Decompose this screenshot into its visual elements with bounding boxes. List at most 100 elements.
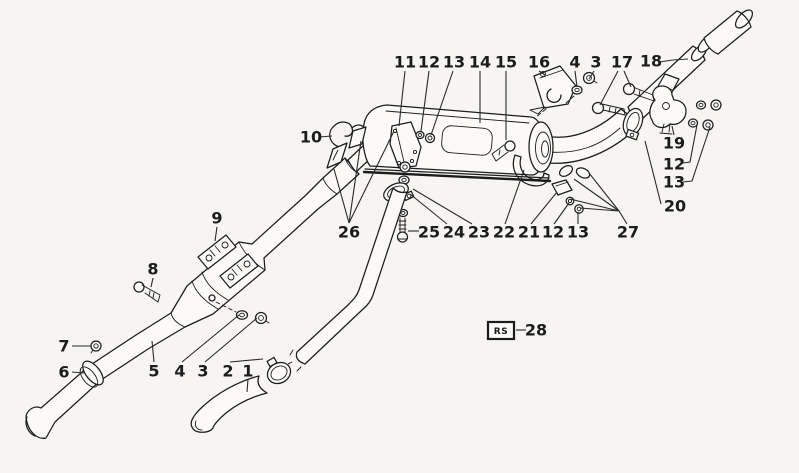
part-label-21-29[interactable]: 21 bbox=[518, 223, 540, 242]
bolt-8 bbox=[133, 281, 161, 303]
leader-line-10 bbox=[318, 135, 333, 138]
mount-bracket-16 bbox=[529, 65, 577, 118]
part-label-25-25[interactable]: 25 bbox=[418, 223, 440, 242]
part-label-6-18[interactable]: 6 bbox=[58, 363, 69, 382]
hanger-bracket-21 bbox=[551, 165, 591, 196]
part-label-10-14[interactable]: 10 bbox=[300, 128, 322, 147]
badge-box bbox=[486, 320, 516, 341]
part-label-14-3[interactable]: 14 bbox=[469, 53, 491, 72]
leader-line-27 bbox=[573, 178, 620, 212]
part-label-23-27[interactable]: 23 bbox=[468, 223, 490, 242]
nut-7 bbox=[90, 340, 102, 354]
bolt-25 bbox=[396, 217, 409, 243]
part-label-4-20[interactable]: 4 bbox=[174, 362, 185, 381]
part-label-13-12[interactable]: 13 bbox=[663, 173, 685, 192]
leader-line-11 bbox=[398, 70, 406, 127]
nut-13-top bbox=[424, 132, 436, 144]
part-label-20-13[interactable]: 20 bbox=[664, 197, 686, 216]
part-label-3-21[interactable]: 3 bbox=[197, 362, 208, 381]
leader-line-21 bbox=[530, 191, 558, 225]
leader-line-9 bbox=[214, 226, 218, 242]
leader-line-17 bbox=[623, 70, 632, 88]
part-label-5-19[interactable]: 5 bbox=[148, 362, 159, 381]
leader-line-24 bbox=[409, 193, 448, 225]
leader-line-6 bbox=[71, 371, 85, 374]
part-label-12-1[interactable]: 12 bbox=[418, 53, 440, 72]
leader-line-4 bbox=[574, 70, 578, 88]
leader-line-22 bbox=[504, 169, 525, 225]
flange-ring-6 bbox=[79, 360, 104, 388]
bolts-17 bbox=[591, 82, 655, 116]
part-label-13-2[interactable]: 13 bbox=[443, 53, 465, 72]
part-label-27-32[interactable]: 27 bbox=[617, 223, 639, 242]
muffler-end-cap bbox=[528, 121, 554, 173]
bracket-11 bbox=[389, 121, 422, 169]
badge-icon-text: RS bbox=[494, 327, 508, 337]
leader-line-12 bbox=[420, 70, 430, 132]
part-label-15-4[interactable]: 15 bbox=[495, 53, 517, 72]
rubber-mount-19 bbox=[649, 85, 687, 135]
leader-line-13 bbox=[682, 126, 711, 183]
part-label-12-30[interactable]: 12 bbox=[542, 223, 564, 242]
leader-line-2 bbox=[229, 358, 264, 363]
washer-4-top bbox=[571, 85, 583, 95]
leader-line-26 bbox=[348, 130, 395, 224]
hanger-nuts bbox=[565, 196, 584, 214]
rubber-wedges-26 bbox=[326, 126, 367, 169]
nut-3-bottom bbox=[254, 311, 270, 325]
hanger-strap-22 bbox=[512, 154, 550, 187]
part-label-22-28[interactable]: 22 bbox=[493, 223, 515, 242]
leader-line-27 bbox=[569, 198, 620, 212]
part-label-11-0[interactable]: 11 bbox=[394, 53, 416, 72]
part-label-28-33[interactable]: 28 bbox=[525, 321, 547, 340]
leader-line-17 bbox=[599, 70, 619, 106]
nut-13-right bbox=[702, 99, 722, 131]
part-label-13-31[interactable]: 13 bbox=[567, 223, 589, 242]
leader-line-3 bbox=[204, 317, 258, 363]
elbow-pipe-1 bbox=[190, 375, 268, 433]
part-label-17-8[interactable]: 17 bbox=[611, 53, 633, 72]
part-label-3-7[interactable]: 3 bbox=[590, 53, 601, 72]
clamp-ring-2 bbox=[266, 356, 292, 385]
part-label-18-9[interactable]: 18 bbox=[640, 52, 662, 71]
washer-12-top bbox=[415, 130, 425, 140]
clamp-plates-9 bbox=[197, 234, 259, 289]
front-pipe bbox=[25, 142, 375, 439]
stud-pin bbox=[208, 294, 216, 302]
leader-line-23 bbox=[412, 188, 473, 225]
leader-line-27 bbox=[588, 172, 628, 225]
clamp-20 bbox=[622, 107, 644, 141]
part-label-1-23[interactable]: 1 bbox=[242, 362, 253, 381]
leader-line-3 bbox=[588, 70, 595, 80]
leader-line-26 bbox=[348, 140, 362, 224]
leader-line-12 bbox=[553, 202, 570, 225]
leader-line-5 bbox=[151, 340, 155, 363]
leader-line-13 bbox=[430, 70, 454, 136]
part-label-7-17[interactable]: 7 bbox=[58, 337, 69, 356]
part-label-9-15[interactable]: 9 bbox=[211, 209, 222, 228]
part-label-12-11[interactable]: 12 bbox=[663, 155, 685, 174]
part-label-24-26[interactable]: 24 bbox=[443, 223, 465, 242]
washer-12-right bbox=[687, 100, 707, 128]
leader-line-19 bbox=[671, 125, 675, 136]
bolt-15 bbox=[491, 140, 516, 162]
tailpipe-tip bbox=[703, 9, 754, 55]
part-label-19-10[interactable]: 19 bbox=[663, 134, 685, 153]
part-label-2-22[interactable]: 2 bbox=[222, 362, 233, 381]
leader-line-26 bbox=[333, 168, 350, 224]
part-label-16-5[interactable]: 16 bbox=[528, 53, 550, 72]
leader-line-20 bbox=[644, 140, 662, 205]
kit-badge-28: RS bbox=[486, 320, 516, 341]
nut-stack bbox=[398, 161, 411, 185]
leader-line-12 bbox=[682, 124, 698, 164]
part-label-8-16[interactable]: 8 bbox=[147, 260, 158, 279]
leader-line-16 bbox=[538, 70, 546, 76]
leader-line-1 bbox=[246, 378, 249, 393]
part-label-26-24[interactable]: 26 bbox=[338, 223, 360, 242]
leader-line-27 bbox=[579, 207, 620, 212]
leader-line-18 bbox=[658, 58, 689, 63]
part-label-4-6[interactable]: 4 bbox=[569, 53, 580, 72]
